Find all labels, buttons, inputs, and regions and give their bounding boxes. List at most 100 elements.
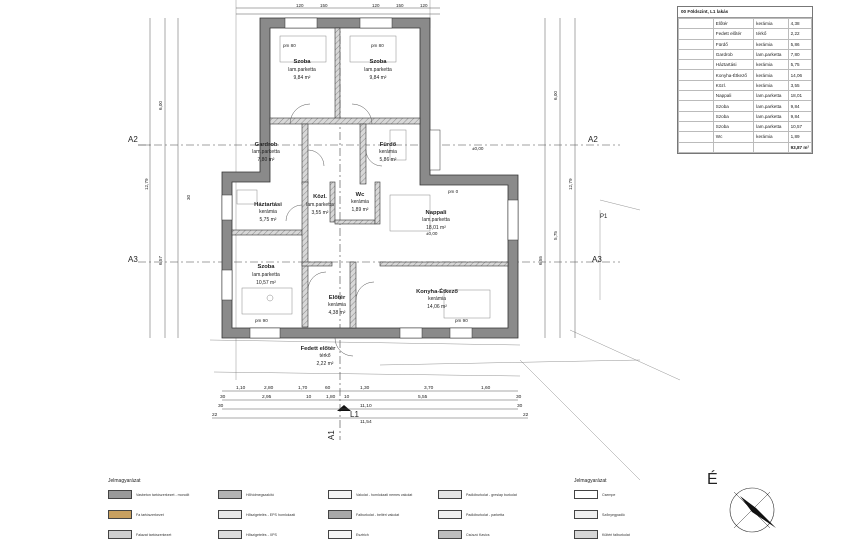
svg-text:lam.parketta: lam.parketta [306, 202, 334, 208]
svg-text:10: 10 [306, 394, 312, 400]
svg-text:Fürdő: Fürdő [380, 142, 397, 148]
legend-swatch [438, 530, 462, 539]
level-label: ±0,00 [472, 146, 484, 151]
svg-text:6,57: 6,57 [158, 256, 163, 265]
svg-text:Szoba: Szoba [257, 264, 275, 270]
svg-text:2,22 m²: 2,22 m² [317, 361, 334, 367]
svg-text:12,79: 12,79 [144, 178, 149, 190]
legend-item: Padlóburkolat - greslap burkolat [438, 490, 517, 499]
svg-text:9,84 m²: 9,84 m² [294, 75, 311, 81]
table-caption: 00 Földszint, L1 lakás [678, 7, 812, 18]
total-inner: 11,10 [360, 403, 372, 409]
svg-text:lam.parketta: lam.parketta [288, 67, 316, 73]
legend-label: Csempe [602, 492, 616, 497]
svg-text:kerámia: kerámia [351, 199, 369, 205]
table-room-area: 14,06 [787, 69, 813, 81]
legend-label: Hőhídmegszakító [246, 492, 274, 497]
door-swings [285, 103, 383, 357]
section-a2-right: A2 [588, 135, 598, 144]
top-dimensions: 120 150 120 150 120 [236, 3, 440, 15]
door-dimensions: pm 80 pm 80 pm 90 pm 90 pm 0 ±0,00 ±0,00 [255, 43, 484, 323]
table-room-name: Szoba [712, 120, 755, 133]
svg-text:Előtér: Előtér [329, 295, 346, 301]
section-l1: L1 [350, 410, 359, 419]
legend-item: Hőszigetelés - XPS [218, 530, 277, 539]
p1-label: P1 [600, 214, 608, 220]
legend-swatch [328, 490, 352, 499]
section-a2-left: A2 [128, 135, 138, 144]
svg-text:6,00: 6,00 [553, 91, 558, 100]
section-a3-left: A3 [128, 255, 138, 264]
bottom-dimensions: 1,10 2,80 1,70 60 1,30 3,70 1,60 2,95 10… [212, 385, 529, 425]
svg-text:10: 10 [344, 394, 350, 400]
legend-swatch [328, 530, 352, 539]
legend-item: Falburkolat - beltéri vakolat [328, 510, 399, 519]
outer-walls [221, 17, 519, 339]
svg-text:lam.parketta: lam.parketta [252, 149, 280, 155]
svg-text:Szoba: Szoba [293, 59, 311, 65]
table-room-floor: kerámia [753, 79, 789, 92]
section-markers: A2 A2 A3 A3 A1 L1 P1 [128, 135, 608, 440]
table-room-floor: lam.parketta [753, 100, 789, 112]
legend-label: Vasbeton tartószerkezet - monolit [136, 492, 190, 497]
table-room-name: Szoba [712, 100, 755, 112]
legend-item: Csempe [574, 490, 615, 499]
legend-item: Falazat tartószerkezet [108, 530, 171, 539]
svg-text:6,00: 6,00 [158, 101, 163, 110]
table-room-name: Nappali [712, 90, 755, 102]
svg-text:térkő: térkő [319, 353, 330, 359]
pm-label: pm 0 [448, 189, 459, 194]
legend-label: Szőnyegpadló [602, 512, 625, 517]
legend-swatch [574, 530, 598, 539]
svg-text:3,55 m²: 3,55 m² [312, 210, 329, 216]
svg-text:150: 150 [320, 3, 328, 8]
north-label: É [707, 469, 718, 488]
legend-item: Fa tartószerkezet [108, 510, 164, 519]
svg-text:22: 22 [523, 412, 529, 418]
svg-text:30: 30 [220, 394, 226, 400]
legend-label: Kültéri falburkolat [602, 532, 630, 537]
svg-text:kerámia: kerámia [328, 302, 346, 308]
table-room-name: Gardrob [712, 48, 755, 61]
svg-text:kerámia: kerámia [259, 209, 277, 215]
svg-text:1,10: 1,10 [236, 385, 246, 391]
table-room-floor: kerámia [753, 59, 789, 71]
svg-text:kerámia: kerámia [379, 149, 397, 155]
table-room-name: Szoba [712, 110, 755, 122]
svg-text:6,55: 6,55 [538, 256, 543, 265]
pm-label: pm 90 [455, 318, 468, 323]
svg-text:18,01 m²: 18,01 m² [426, 225, 446, 231]
svg-text:7,80 m²: 7,80 m² [258, 157, 275, 163]
legend-swatch [574, 510, 598, 519]
table-room-area: 5,75 [787, 59, 813, 71]
svg-text:150: 150 [396, 3, 404, 8]
level-label: ±0,00 [426, 231, 438, 236]
svg-text:5,55: 5,55 [418, 394, 428, 400]
legend-swatch [438, 510, 462, 519]
svg-text:14,06 m²: 14,06 m² [427, 304, 447, 310]
legend-item: Szőnyegpadló [574, 510, 625, 519]
table-room-area: 1,89 [787, 131, 813, 143]
svg-text:10,57 m²: 10,57 m² [256, 280, 276, 286]
svg-text:120: 120 [296, 3, 304, 8]
room-szoba-1: Szoba lam.parketta 9,84 m² [288, 59, 316, 81]
legend-swatch [574, 490, 598, 499]
svg-text:Háztartási: Háztartási [254, 202, 282, 208]
table-room-floor: kerámia [753, 131, 789, 143]
table-room-area: 5,86 [787, 38, 813, 50]
svg-text:1,60: 1,60 [481, 385, 491, 391]
legend-item: Hőhídmegszakító [218, 490, 274, 499]
table-room-name: Előtér [712, 17, 755, 30]
